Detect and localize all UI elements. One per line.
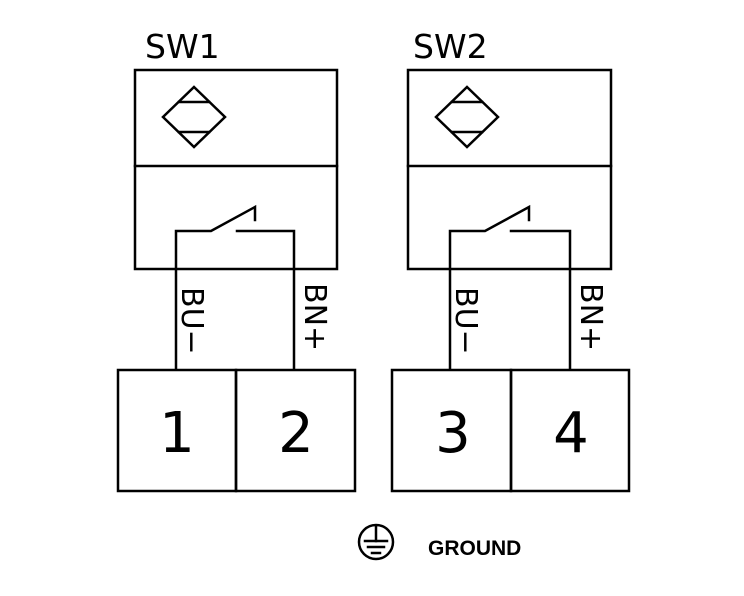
terminal-block-1-2: 1 2 xyxy=(116,368,357,493)
sw1-wire-label-bu: BU− xyxy=(174,287,209,355)
terminal-3-number: 3 xyxy=(435,401,471,466)
terminal-4-number: 4 xyxy=(553,401,589,466)
terminal-4 xyxy=(509,368,631,493)
sw1-title: SW1 xyxy=(145,27,220,66)
terminal-block-3-4: 3 4 xyxy=(390,368,631,493)
ground-legend: GROUND xyxy=(357,523,521,561)
switch-sw2: SW2 BU− BN+ xyxy=(406,27,613,370)
terminal-1-number: 1 xyxy=(159,401,195,466)
sw1-contact-icon xyxy=(174,204,296,370)
ground-icon xyxy=(357,523,395,561)
sw1-wire-label-bn: BN+ xyxy=(297,283,332,351)
switch-sw1: SW1 BU− BN+ xyxy=(133,27,339,370)
sw2-wire-label-bu: BU− xyxy=(448,287,483,355)
ground-label: GROUND xyxy=(428,537,521,560)
sw2-wire-label-bn: BN+ xyxy=(573,283,608,351)
terminal-2-number: 2 xyxy=(278,401,314,466)
sw2-contact-icon xyxy=(448,204,572,370)
terminal-2 xyxy=(234,368,357,493)
sw2-title: SW2 xyxy=(413,27,488,66)
sw1-body xyxy=(133,68,339,271)
sw2-body xyxy=(406,68,613,271)
sw2-sensor-icon xyxy=(434,85,500,149)
sw1-sensor-icon xyxy=(161,85,227,149)
